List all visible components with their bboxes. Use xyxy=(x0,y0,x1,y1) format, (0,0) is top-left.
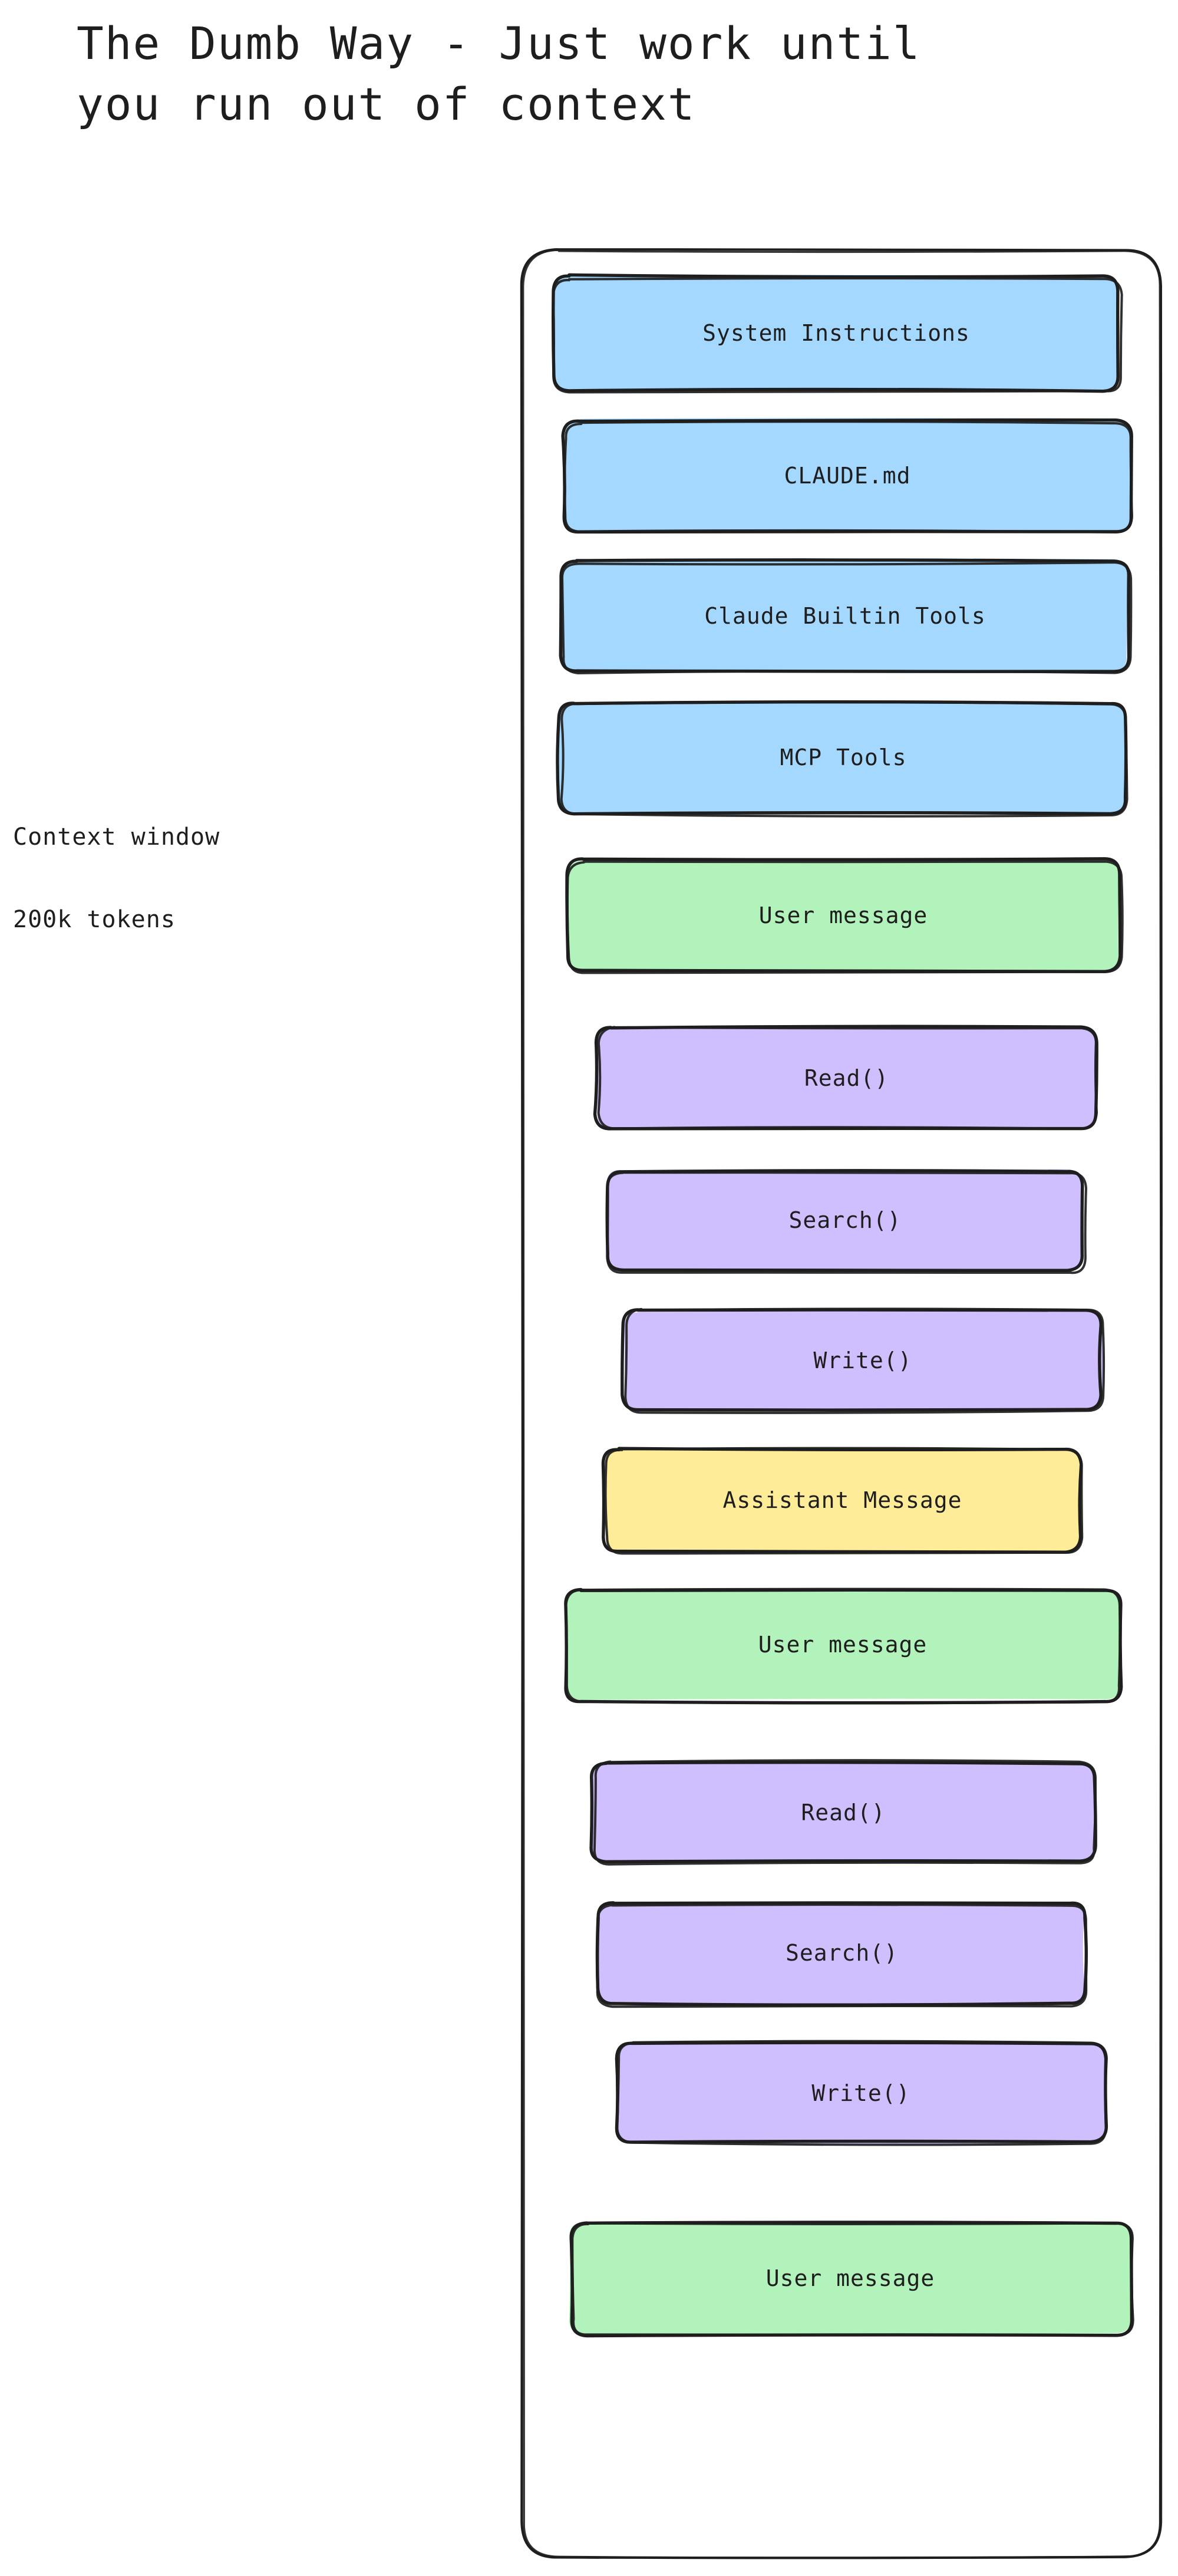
box-label-user-message[interactable]: User message xyxy=(765,2265,935,2291)
box-purple-12-fill xyxy=(615,2041,1106,2145)
box-green-13-fill xyxy=(569,2221,1131,2335)
box-blue-1-fill xyxy=(564,418,1130,532)
box-label-write[interactable]: Write() xyxy=(811,2080,910,2106)
box-green-13-outline-2 xyxy=(571,2222,1134,2337)
box-label-write[interactable]: Write() xyxy=(813,1348,912,1373)
box-purple-11-outline-2 xyxy=(595,1903,1088,2008)
page-title: The Dumb Way - Just work until you run o… xyxy=(77,13,1149,135)
box-blue-1-outline-2 xyxy=(563,420,1133,534)
box-blue-2-fill xyxy=(562,559,1128,673)
box-purple-5-fill xyxy=(597,1026,1097,1130)
page-title-line-2: you run out of context xyxy=(77,78,696,131)
box-label-search[interactable]: Search() xyxy=(788,1207,902,1233)
box-purple-10-outline-1 xyxy=(589,1760,1097,1863)
box-label-user-message[interactable]: User message xyxy=(758,902,928,928)
box-label-claude-builtin-tools[interactable]: Claude Builtin Tools xyxy=(704,603,986,629)
box-label-assistant-message[interactable]: Assistant Message xyxy=(722,1487,962,1513)
box-purple-5-outline-2 xyxy=(597,1026,1098,1130)
box-blue-3-fill xyxy=(558,702,1127,815)
box-label-system-instructions[interactable]: System Instructions xyxy=(702,320,970,346)
box-label-user-message[interactable]: User message xyxy=(758,1632,928,1658)
context-window-annotation-line-2: 200k tokens xyxy=(13,906,176,933)
box-yellow-8-outline-2 xyxy=(604,1447,1084,1555)
box-yellow-8-fill xyxy=(606,1448,1082,1552)
box-label-read[interactable]: Read() xyxy=(804,1065,889,1091)
box-label-read[interactable]: Read() xyxy=(801,1800,886,1826)
box-purple-10-fill xyxy=(592,1763,1095,1863)
box-blue-2-outline-2 xyxy=(561,561,1133,674)
box-label-mcp-tools[interactable]: MCP Tools xyxy=(780,745,907,770)
page-title-line-1: The Dumb Way - Just work until xyxy=(77,17,921,70)
box-green-4-outline-2 xyxy=(566,860,1124,974)
box-blue-3-outline-2 xyxy=(560,701,1128,818)
box-purple-6-fill xyxy=(605,1169,1083,1272)
box-green-9-fill xyxy=(565,1589,1120,1700)
box-green-9-outline-2 xyxy=(565,1587,1121,1705)
context-window-container-outline-2 xyxy=(522,249,1163,2559)
box-green-4-fill xyxy=(567,860,1120,973)
box-label-claude-md[interactable]: CLAUDE.md xyxy=(784,463,911,489)
box-purple-10-outline-2 xyxy=(593,1759,1097,1866)
context-window-annotation: Context window 200k tokens xyxy=(13,825,343,931)
box-purple-7-fill xyxy=(624,1311,1104,1411)
box-purple-6-outline-2 xyxy=(606,1171,1087,1274)
box-label-search[interactable]: Search() xyxy=(785,1940,899,1966)
box-blue-2-outline-1 xyxy=(559,558,1131,673)
box-purple-11-fill xyxy=(598,1902,1085,2005)
context-window-annotation-line-1: Context window xyxy=(13,823,220,851)
box-purple-7-outline-2 xyxy=(624,1307,1106,1414)
box-blue-0-outline-2 xyxy=(552,277,1123,394)
box-purple-12-outline-2 xyxy=(616,2040,1108,2146)
box-blue-0-fill xyxy=(553,275,1118,391)
